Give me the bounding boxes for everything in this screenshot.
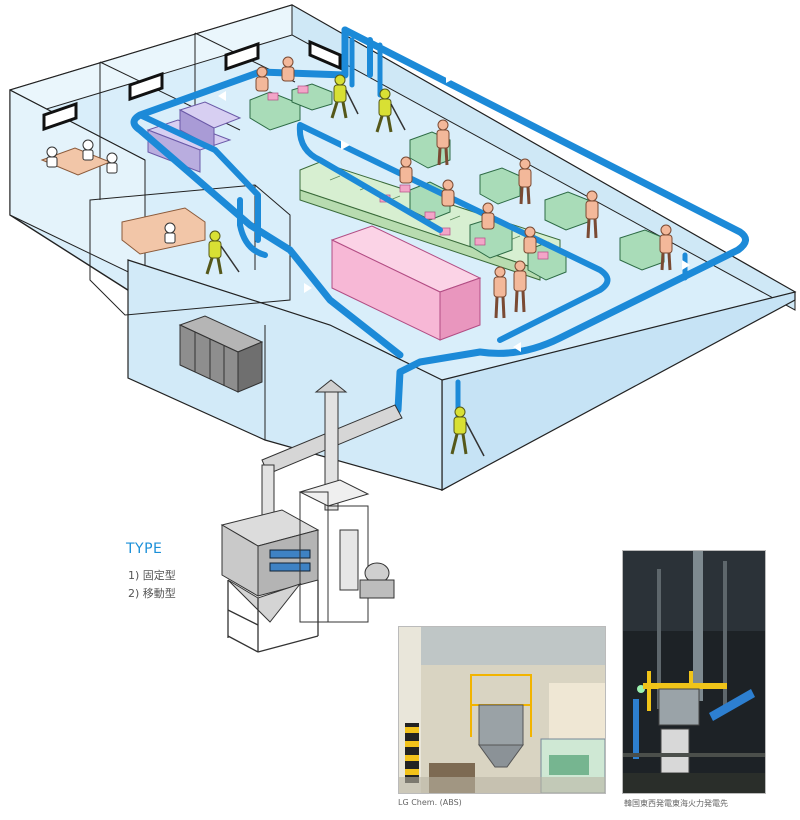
office-worker — [46, 146, 58, 168]
branch-duct-left — [237, 197, 268, 258]
vacuum-operator — [450, 406, 485, 457]
worker — [659, 224, 673, 271]
vacuum-duct-network — [130, 26, 749, 423]
dust-collector-unit — [220, 379, 403, 653]
vacuum-operator — [205, 230, 240, 275]
photo-power-plant — [622, 550, 766, 794]
office-worker — [164, 222, 176, 244]
workbench — [619, 229, 665, 271]
vertical-drops — [349, 37, 688, 423]
worker — [513, 260, 527, 313]
window — [128, 71, 164, 102]
windows — [42, 39, 342, 132]
storage-block — [330, 225, 482, 341]
office-desk — [121, 207, 206, 255]
conveyor-side — [299, 189, 541, 281]
workbenches — [249, 83, 665, 281]
worker — [255, 66, 269, 92]
stack-cap — [314, 379, 348, 393]
workbench — [249, 91, 301, 131]
worker — [585, 190, 599, 239]
office-duct — [137, 112, 261, 243]
worker — [441, 179, 455, 207]
type-item-fixed: 1) 固定型 — [128, 569, 176, 582]
worker — [436, 119, 450, 166]
photo-power-plant-scene — [623, 551, 765, 793]
worker — [493, 266, 507, 319]
window — [308, 39, 342, 71]
workers — [46, 56, 673, 457]
photo-caption-lg-chem: LG Chem. (ABS) — [398, 798, 462, 807]
window — [42, 101, 78, 132]
worker — [481, 202, 495, 230]
vacuum-operator — [375, 88, 406, 133]
inner-duct-loop — [296, 37, 611, 343]
office-furniture — [40, 147, 206, 255]
office-worker — [106, 152, 118, 174]
vacuum-operator — [330, 74, 359, 119]
fan-tower — [298, 479, 370, 507]
photo-lg-chem-scene — [399, 627, 605, 793]
flow-arrows — [218, 73, 690, 352]
photo-lg-chem — [398, 626, 606, 794]
photo-caption-power-plant: 韓国東西発電東海火力発電先 — [624, 799, 728, 808]
type-title: TYPE — [126, 541, 163, 557]
worker — [281, 56, 295, 82]
main-duct-loop — [341, 26, 749, 414]
worker — [523, 226, 537, 254]
window — [224, 41, 260, 72]
worker — [399, 156, 413, 184]
office-worker — [82, 139, 94, 161]
worker — [518, 158, 532, 205]
type-item-mobile: 2) 移動型 — [128, 587, 176, 600]
control-cabinets — [178, 315, 264, 393]
